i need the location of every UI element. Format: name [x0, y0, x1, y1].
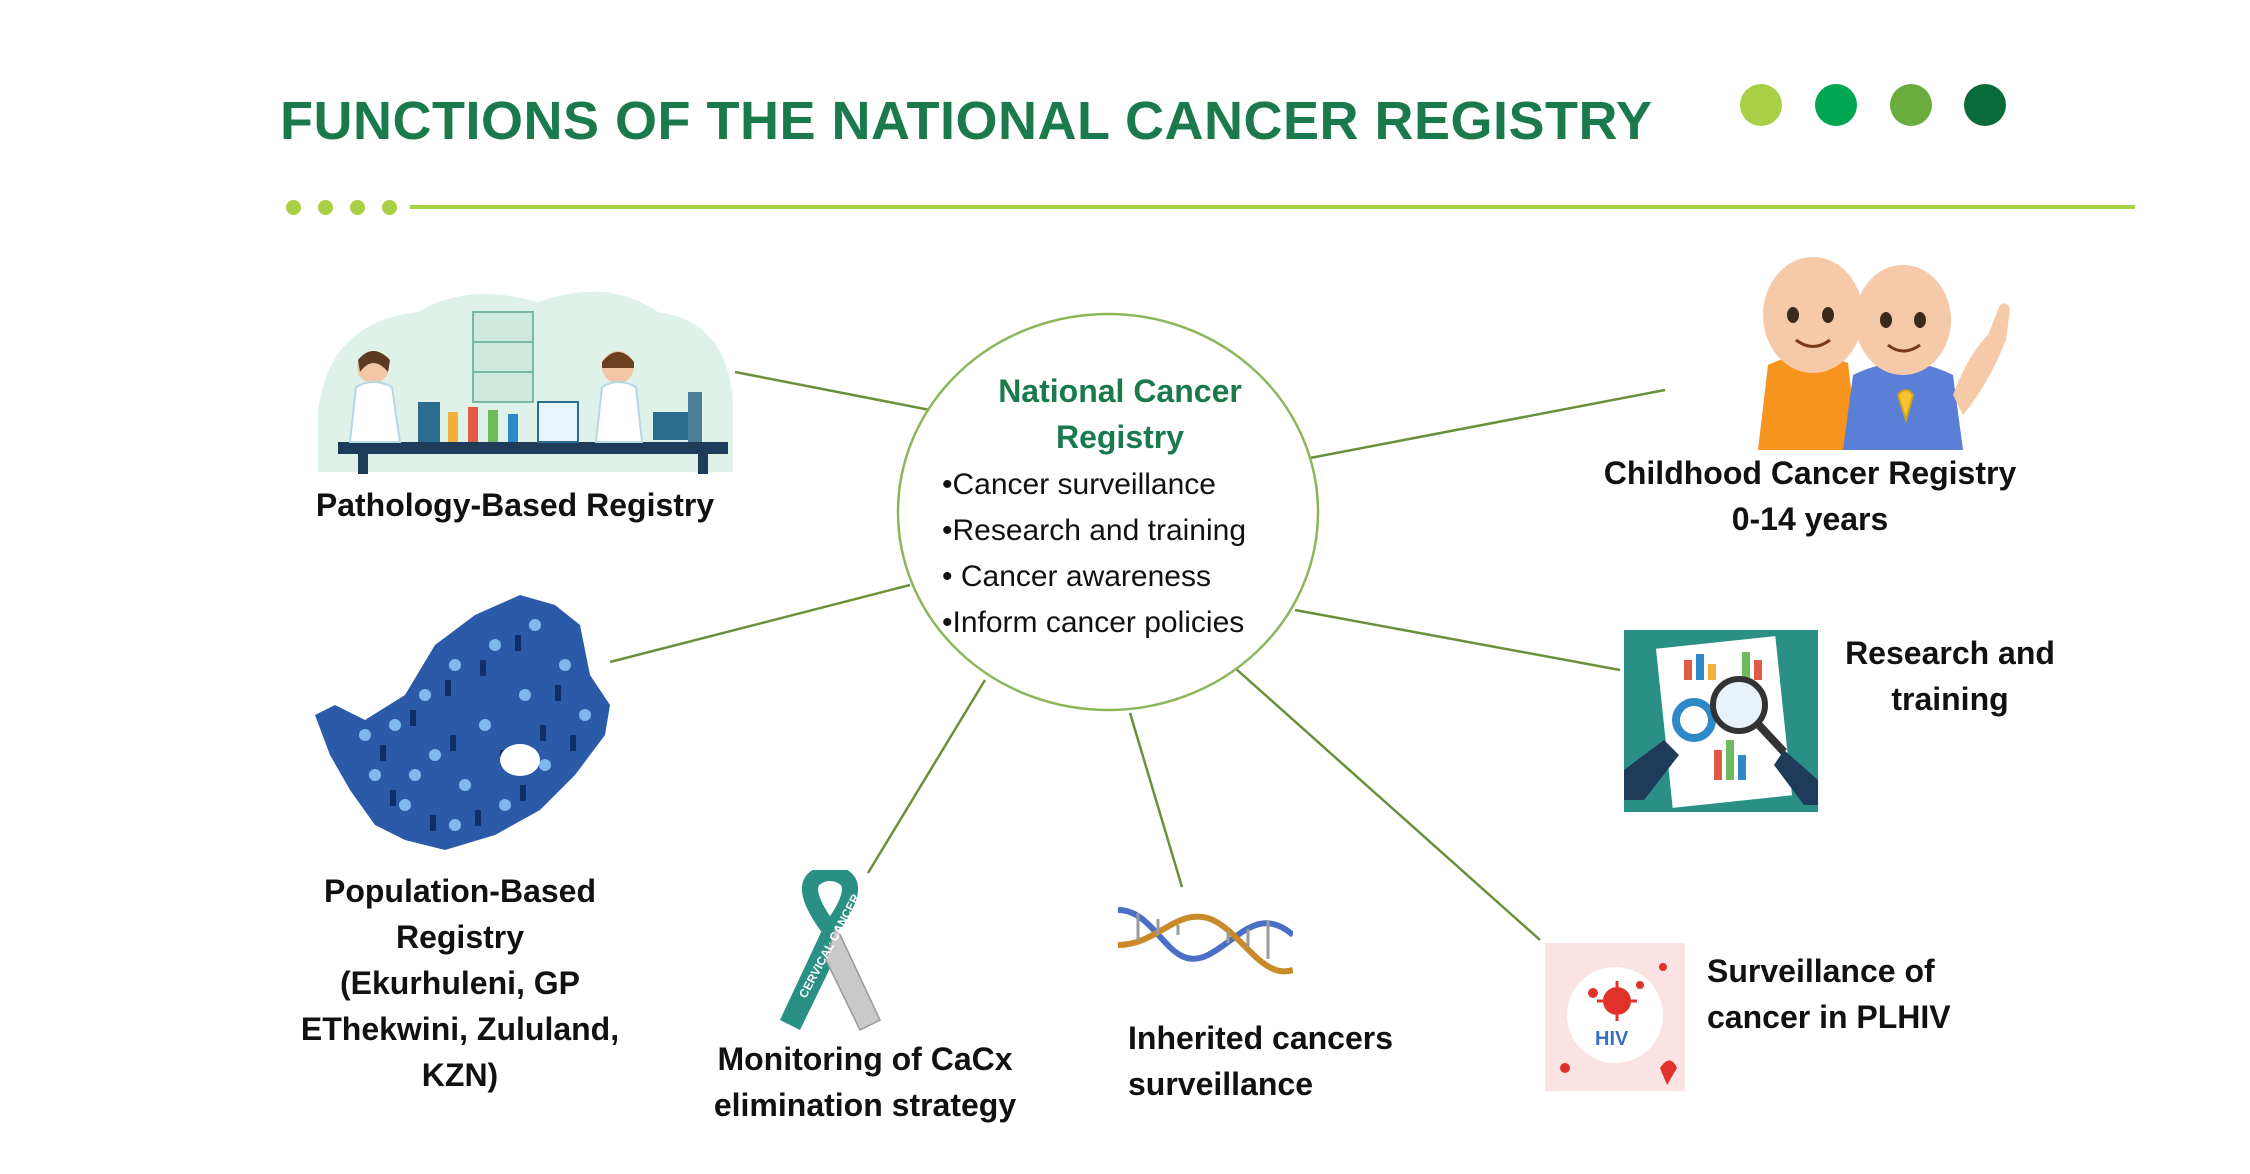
population-line3: (Ekurhuleni, GP: [339, 965, 581, 1001]
header-dot-3: [1890, 84, 1932, 126]
rule-dot-1: [286, 200, 301, 215]
center-title-line2: Registry: [1055, 419, 1185, 455]
connector-plhiv: [1234, 667, 1541, 941]
center-bullet: •Inform cancer policies: [942, 606, 1245, 639]
header-dot-4: [1964, 84, 2006, 126]
childhood-line2: 0-14 years: [1731, 501, 1889, 537]
population-line4: EThekwini, Zululand,: [300, 1011, 620, 1047]
center-bullet: • Cancer awareness: [942, 560, 1211, 593]
cervical-cancer-ribbon-icon: CERVICAL CANCER: [780, 870, 881, 1032]
connector-inherited: [1128, 712, 1184, 888]
rule-dot-4: [382, 200, 397, 215]
node-label-population: Population-Based Registry (Ekurhuleni, G…: [280, 868, 640, 1098]
laboratory-scientists-icon: [318, 291, 733, 474]
node-label-inherited: Inherited cancers surveillance: [1128, 1015, 1448, 1107]
connector-cacx: [866, 679, 987, 874]
node-label-pathology: Pathology-Based Registry: [315, 487, 715, 523]
chart-magnifier-icon: [1624, 630, 1818, 812]
dna-helix-icon: [1118, 907, 1293, 975]
center-title-line1: National Cancer: [998, 373, 1242, 409]
population-line1: Population-Based: [323, 873, 596, 909]
research-line2: training: [1891, 681, 2009, 717]
connector-pathology: [734, 370, 931, 412]
hiv-badge-text: HIV: [1595, 1028, 1629, 1050]
rule-dot-2: [318, 200, 333, 215]
cacx-line1: Monitoring of CaCx: [717, 1041, 1013, 1077]
header-dot-1: [1740, 84, 1782, 126]
childhood-line1: Childhood Cancer Registry: [1603, 455, 2017, 491]
hiv-virus-icon: HIV: [1545, 943, 1685, 1091]
rule-dot-3: [350, 200, 365, 215]
node-label-childhood: Childhood Cancer Registry 0-14 years: [1570, 450, 2050, 542]
center-circle: [896, 312, 1320, 712]
connector-childhood: [1309, 388, 1666, 460]
connector-population: [609, 583, 911, 664]
connector-research: [1294, 608, 1621, 672]
node-label-research: Research and training: [1830, 630, 2070, 722]
plhiv-line1: Surveillance of: [1707, 953, 1935, 989]
population-line2: Registry: [395, 919, 525, 955]
node-label-plhiv: Surveillance of cancer in PLHIV: [1707, 948, 2027, 1040]
inherited-line1: Inherited cancers: [1128, 1020, 1393, 1056]
research-line1: Research and: [1845, 635, 2055, 671]
page-title: FUNCTIONS OF THE NATIONAL CANCER REGISTR…: [280, 91, 1653, 151]
header-divider: [410, 205, 2135, 209]
center-content: National Cancer Registry: [930, 368, 1310, 460]
center-bullet: •Research and training: [942, 514, 1247, 547]
cacx-line2: elimination strategy: [713, 1087, 1017, 1123]
plhiv-line2: cancer in PLHIV: [1707, 999, 1951, 1035]
center-bullet: •Cancer surveillance: [942, 468, 1216, 501]
children-cancer-ribbon-icon: [1758, 257, 2010, 450]
population-line5: KZN): [421, 1057, 499, 1093]
south-africa-people-map-icon: [315, 595, 610, 850]
node-label-cacx: Monitoring of CaCx elimination strategy: [700, 1036, 1030, 1128]
inherited-line2: surveillance: [1128, 1066, 1313, 1102]
center-bullet-list: •Cancer surveillance •Research and train…: [942, 462, 1246, 646]
header-dot-2: [1815, 84, 1857, 126]
